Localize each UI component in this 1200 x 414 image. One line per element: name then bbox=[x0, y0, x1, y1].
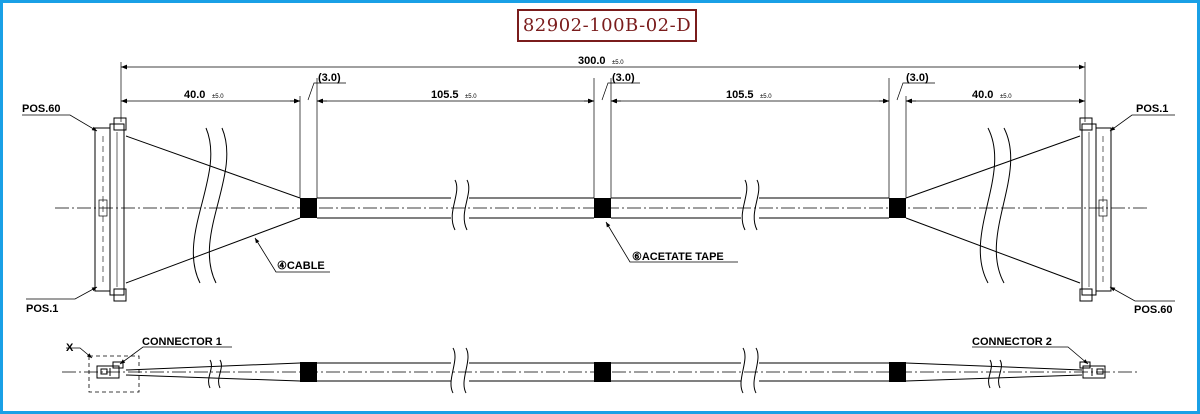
label-detail-x: X bbox=[66, 342, 74, 354]
label-pos60-left: POS.60 bbox=[22, 103, 61, 115]
label-cable: ④CABLE bbox=[277, 260, 325, 272]
title-box: 82902-100B-02-D bbox=[517, 9, 697, 42]
dim-overall-tol: ±5.0 bbox=[612, 60, 624, 66]
connector-right-top bbox=[1079, 117, 1112, 302]
connector-right-side bbox=[1079, 361, 1106, 379]
detail-x-box bbox=[88, 355, 140, 393]
acetate-tape-1 bbox=[300, 198, 317, 218]
acetate-tape-3 bbox=[889, 198, 906, 218]
dim-mid-right: 105.5 bbox=[726, 89, 754, 101]
connector-left-side bbox=[96, 361, 124, 379]
label-pos60-right: POS.60 bbox=[1134, 304, 1173, 316]
acetate-tape-side-1 bbox=[300, 362, 317, 382]
tape-width-2: (3.0) bbox=[612, 72, 635, 84]
dim-left-end-tol: ±5.0 bbox=[212, 94, 224, 100]
dim-right-end: 40.0 bbox=[972, 89, 993, 101]
dim-right-end-tol: ±5.0 bbox=[1000, 94, 1012, 100]
acetate-tape-side-3 bbox=[889, 362, 906, 382]
drawing-title: 82902-100B-02-D bbox=[522, 15, 692, 36]
acetate-tape-2 bbox=[594, 198, 611, 218]
label-acetate-tape: ⑥ACETATE TAPE bbox=[632, 251, 724, 263]
dim-mid-right-tol: ±5.0 bbox=[760, 94, 772, 100]
dim-mid-left-tol: ±5.0 bbox=[465, 94, 477, 100]
label-connector1: CONNECTOR 1 bbox=[142, 336, 222, 348]
acetate-tape-side-2 bbox=[594, 362, 611, 382]
tape-width-1: (3.0) bbox=[318, 72, 341, 84]
label-pos1-right: POS.1 bbox=[1136, 103, 1168, 115]
tape-width-3: (3.0) bbox=[906, 72, 929, 84]
label-pos1-left: POS.1 bbox=[26, 303, 58, 315]
label-connector2: CONNECTOR 2 bbox=[972, 336, 1052, 348]
dim-mid-left: 105.5 bbox=[431, 89, 459, 101]
connector-left-top bbox=[94, 117, 127, 302]
dim-overall: 300.0 bbox=[578, 55, 606, 67]
dim-left-end: 40.0 bbox=[184, 89, 205, 101]
